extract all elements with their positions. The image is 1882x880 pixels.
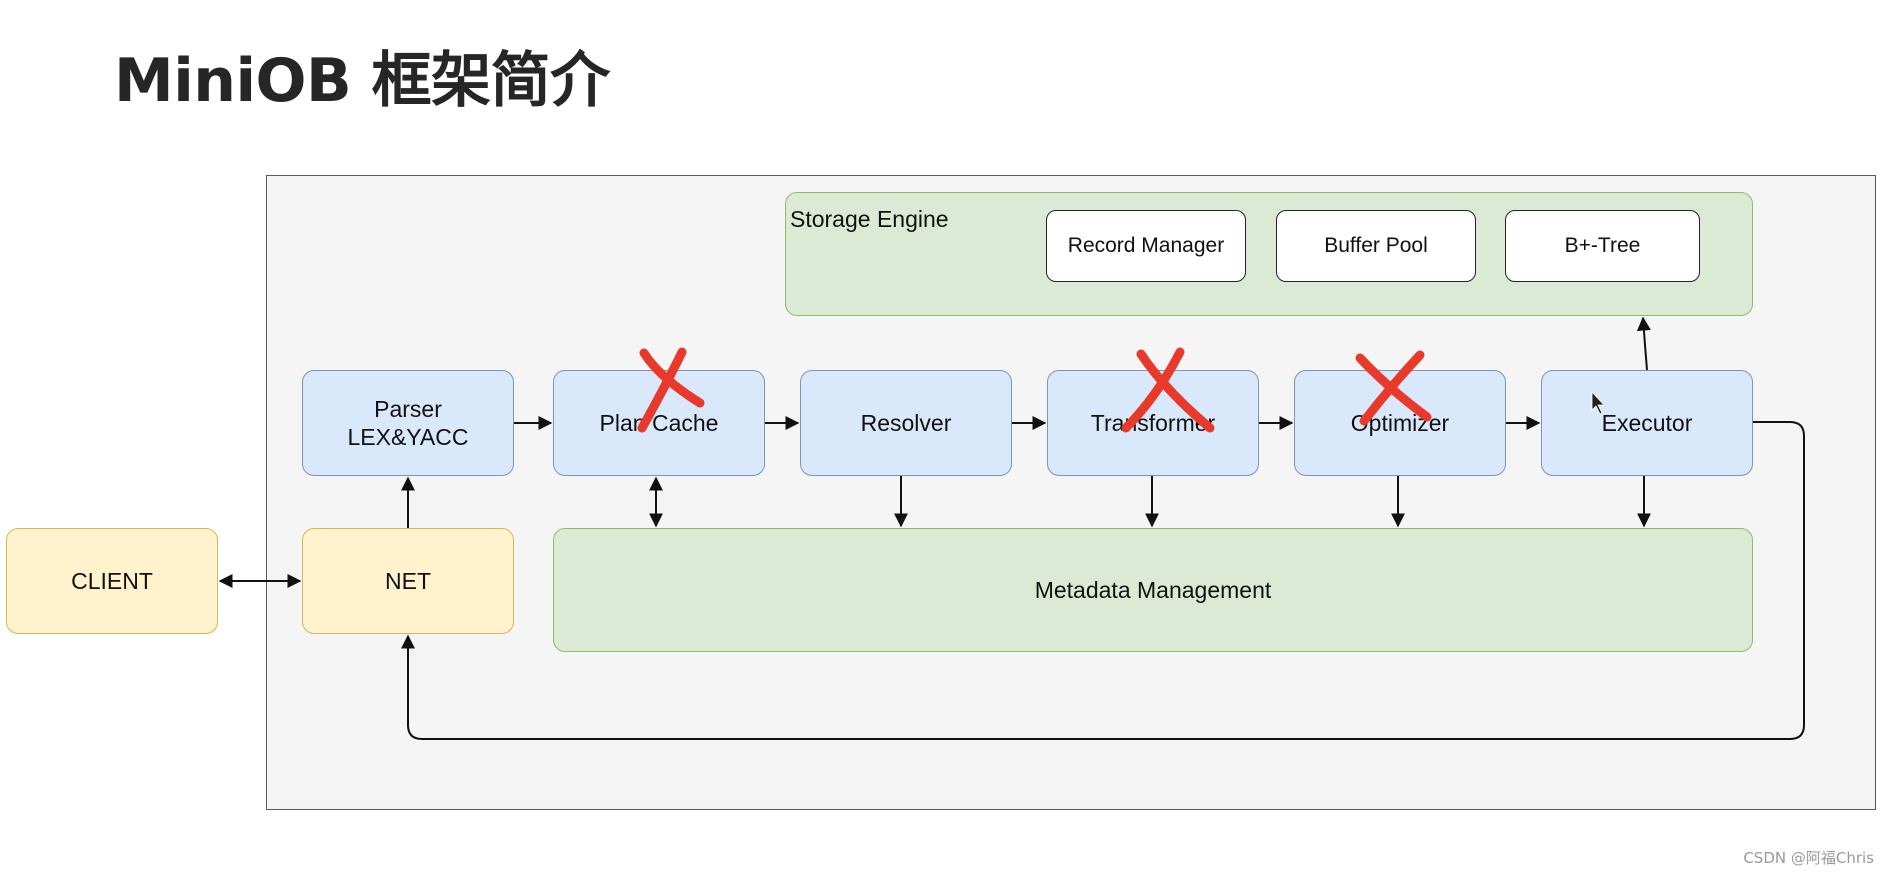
plan-cache-box: Plan Cache: [553, 370, 765, 476]
client-box: CLIENT: [6, 528, 218, 634]
resolver-box: Resolver: [800, 370, 1012, 476]
buffer-pool-box: Buffer Pool: [1276, 210, 1476, 282]
page-title: MiniOB 框架简介: [114, 46, 610, 116]
metadata-management-box: Metadata Management: [553, 528, 1753, 652]
optimizer-box: Optimizer: [1294, 370, 1506, 476]
transformer-box: Transformer: [1047, 370, 1259, 476]
storage-engine-label: Storage Engine: [790, 206, 949, 232]
executor-box: Executor: [1541, 370, 1753, 476]
parser-label: Parser: [374, 396, 442, 422]
record-manager-box: Record Manager: [1046, 210, 1246, 282]
net-box: NET: [302, 528, 514, 634]
watermark: CSDN @阿福Chris: [1743, 849, 1874, 867]
parser-box: Parser LEX&YACC: [302, 370, 514, 476]
parser-sublabel: LEX&YACC: [347, 424, 469, 450]
btree-box: B+-Tree: [1505, 210, 1700, 282]
